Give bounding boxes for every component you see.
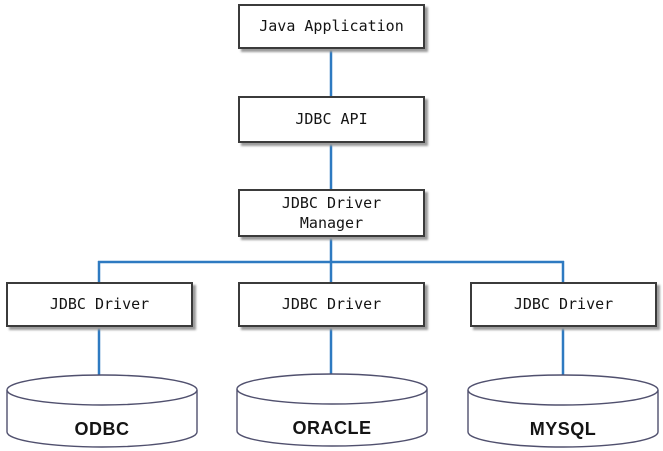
mysql-database-cylinder: MYSQL — [467, 374, 659, 448]
cylinder-body — [6, 390, 198, 448]
odbc-label: ODBC — [75, 419, 130, 439]
jdbc-driver-manager-label-line1: JDBC Driver — [281, 193, 382, 212]
mysql-label: MYSQL — [530, 419, 597, 439]
cylinder-top — [236, 373, 428, 405]
jdbc-driver-middle-node: JDBC Driver — [238, 282, 425, 327]
jdbc-driver-manager-node: JDBC Driver Manager — [238, 189, 425, 237]
cylinder-body — [236, 389, 428, 447]
java-application-node: Java Application — [238, 4, 425, 49]
jdbc-driver-right-node: JDBC Driver — [470, 282, 657, 327]
java-application-label: Java Application — [259, 17, 404, 36]
cylinder-body — [467, 390, 659, 448]
jdbc-driver-right-label: JDBC Driver — [513, 295, 614, 314]
jdbc-driver-left-label: JDBC Driver — [49, 295, 150, 314]
cylinder-top — [6, 374, 198, 406]
jdbc-driver-manager-label-line2: Manager — [299, 214, 364, 232]
jdbc-driver-left-node: JDBC Driver — [6, 282, 193, 327]
cylinder-top — [467, 374, 659, 406]
jdbc-api-label: JDBC API — [295, 110, 368, 129]
odbc-database-cylinder: ODBC — [6, 374, 198, 448]
oracle-database-cylinder: ORACLE — [236, 373, 428, 447]
jdbc-driver-middle-label: JDBC Driver — [281, 295, 382, 314]
oracle-label: ORACLE — [293, 418, 372, 438]
jdbc-api-node: JDBC API — [238, 96, 425, 143]
